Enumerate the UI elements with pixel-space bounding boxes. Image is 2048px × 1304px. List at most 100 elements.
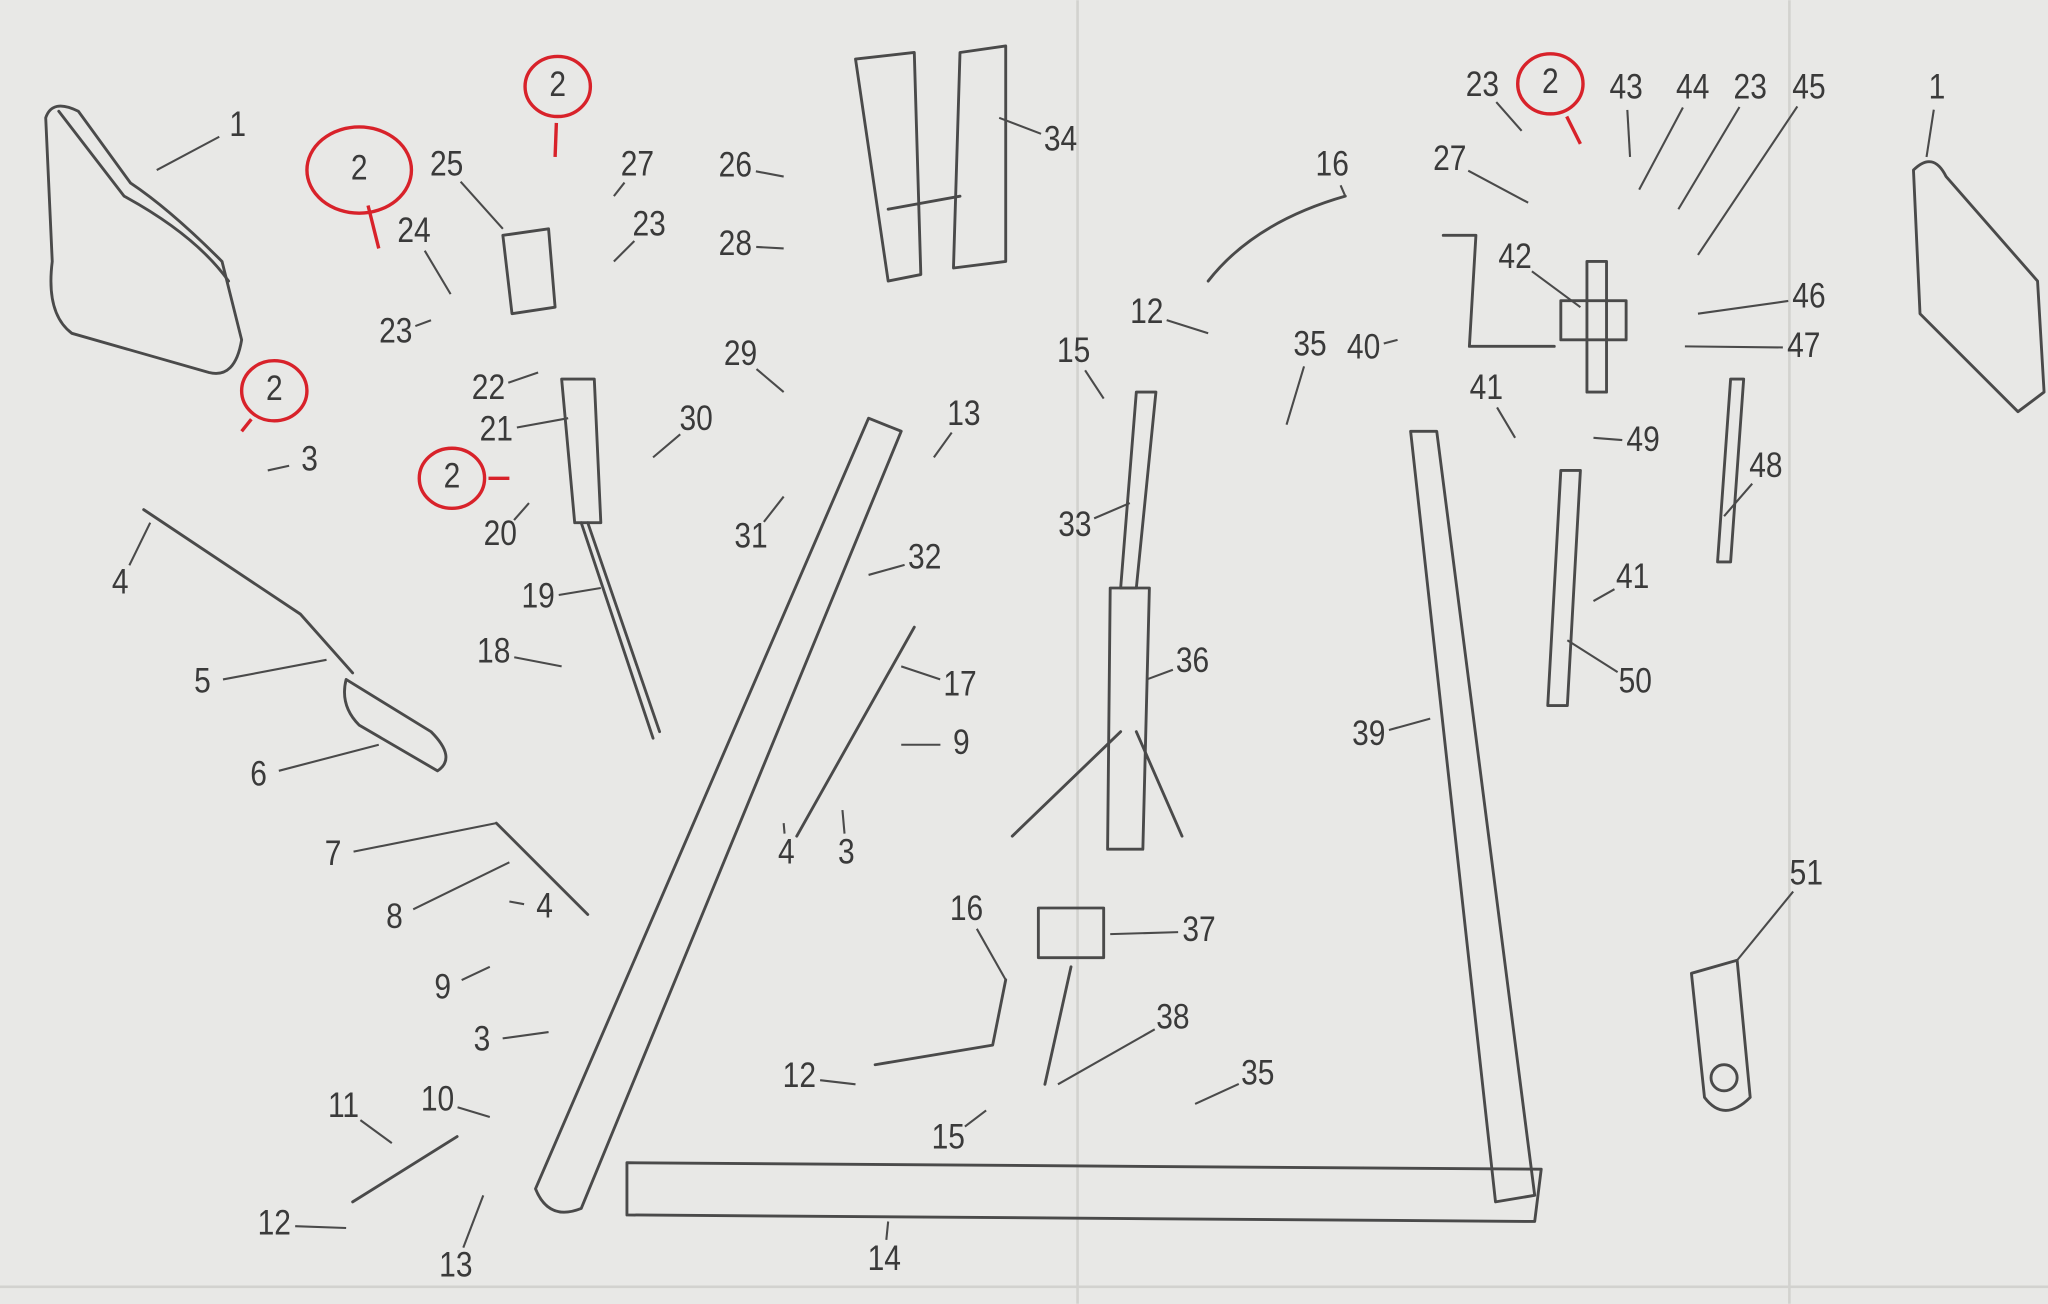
leader-line-4 — [782, 823, 786, 834]
callout-15: 15 — [932, 1116, 965, 1156]
callout-27: 27 — [1433, 138, 1466, 178]
leader-line-7 — [353, 822, 497, 853]
callout-2: 2 — [266, 368, 283, 408]
leader-line-39 — [1388, 717, 1431, 732]
highlight-circle-part-2 — [305, 125, 414, 215]
part-1-plate — [44, 104, 244, 375]
leader-line-26 — [755, 170, 784, 178]
leader-line-17 — [900, 665, 941, 681]
callout-2: 2 — [1542, 61, 1559, 101]
leader-line-35 — [1285, 366, 1306, 426]
leader-line-37 — [1110, 931, 1179, 936]
leader-line-31 — [763, 495, 785, 523]
callout-4: 4 — [112, 561, 129, 601]
leader-line-4 — [509, 900, 525, 906]
callout-29: 29 — [724, 332, 757, 372]
callout-45: 45 — [1792, 66, 1825, 106]
leader-line-13 — [462, 1194, 485, 1249]
callout-4: 4 — [536, 885, 553, 925]
callout-15: 15 — [1057, 330, 1090, 370]
leader-line-4 — [128, 522, 152, 566]
callout-10: 10 — [421, 1078, 454, 1118]
leader-line-29 — [755, 368, 785, 393]
lift-rod-21 — [560, 377, 603, 525]
lift-rod-50 — [1546, 469, 1582, 707]
leader-line-32 — [868, 563, 905, 576]
chain-16 — [1206, 194, 1347, 283]
leader-line-20 — [513, 502, 530, 521]
callout-12: 12 — [1130, 291, 1163, 331]
callout-32: 32 — [908, 536, 941, 576]
leader-line-47 — [1684, 345, 1783, 349]
callout-22: 22 — [472, 366, 505, 406]
chain-17 — [795, 625, 916, 838]
callout-9: 9 — [434, 966, 451, 1006]
part-1-right-plate — [1912, 160, 2046, 414]
leader-line-2 — [1565, 115, 1582, 145]
leader-line-15 — [964, 1109, 987, 1128]
callout-31: 31 — [734, 515, 767, 555]
callout-1: 1 — [1929, 66, 1946, 106]
highlight-circle-part-2 — [417, 446, 487, 511]
leader-line-35 — [1194, 1082, 1240, 1105]
callout-2: 2 — [351, 147, 368, 187]
callout-3: 3 — [474, 1018, 491, 1058]
leader-line-8 — [412, 861, 510, 911]
callout-39: 39 — [1352, 713, 1385, 753]
callout-25: 25 — [430, 143, 463, 183]
part-51 — [1689, 958, 1752, 1112]
highlight-circle-part-2 — [239, 359, 309, 423]
drawbar-14 — [625, 1161, 1543, 1223]
leader-line-41 — [1496, 406, 1517, 439]
callout-40: 40 — [1347, 326, 1380, 366]
link-38 — [1043, 965, 1073, 1086]
callout-18: 18 — [477, 630, 510, 670]
leader-line-23 — [414, 319, 432, 328]
callout-3: 3 — [301, 438, 318, 478]
rod-48 — [1716, 377, 1746, 564]
callout-23: 23 — [379, 310, 412, 350]
leader-line-48 — [1723, 482, 1753, 517]
leader-line-23 — [613, 240, 636, 263]
leader-line-5 — [222, 658, 327, 681]
callout-3: 3 — [838, 831, 855, 871]
leader-line-3 — [267, 464, 290, 472]
callout-12: 12 — [258, 1202, 291, 1242]
leader-line-49 — [1593, 436, 1623, 442]
leader-line-24 — [423, 250, 452, 295]
callout-11: 11 — [328, 1085, 359, 1125]
callout-20: 20 — [484, 513, 517, 553]
leader-line-16 — [975, 928, 1007, 981]
callout-43: 43 — [1609, 66, 1642, 106]
callout-21: 21 — [480, 408, 513, 448]
callout-50: 50 — [1619, 660, 1652, 700]
leader-line-25 — [459, 180, 504, 230]
callout-24: 24 — [397, 210, 430, 250]
leader-line-12 — [295, 1225, 347, 1230]
callout-42: 42 — [1498, 236, 1531, 276]
leader-line-46 — [1697, 299, 1789, 315]
lower-link-39 — [1409, 429, 1537, 1204]
callout-23: 23 — [1734, 66, 1767, 106]
leader-line-18 — [514, 656, 562, 668]
leader-line-21 — [516, 417, 569, 429]
leader-line-45 — [1697, 105, 1799, 256]
leader-line-15 — [1084, 369, 1105, 400]
bracket-34 — [854, 44, 1008, 283]
leader-line-16 — [1339, 184, 1347, 197]
callout-13: 13 — [947, 393, 980, 433]
leader-line-27 — [613, 181, 626, 197]
crank-40 — [1441, 233, 1556, 348]
leader-line-33 — [1093, 502, 1131, 520]
leader-line-6 — [278, 743, 380, 772]
callout-35: 35 — [1293, 323, 1326, 363]
callout-14: 14 — [868, 1238, 901, 1278]
part-drawings — [44, 44, 2046, 1223]
callout-4: 4 — [778, 831, 795, 871]
leveling-box-42 — [1559, 260, 1628, 394]
leader-line-36 — [1146, 668, 1174, 681]
